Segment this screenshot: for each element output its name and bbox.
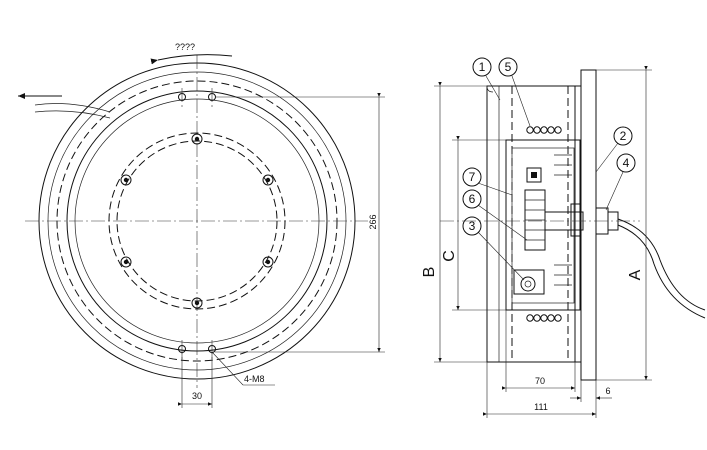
cable-line-a [617,218,706,311]
balloon-6: 6 [462,189,528,241]
dim-a-text: A [627,269,644,280]
rotation-label: ???? [175,42,195,52]
balloon-7: 7 [462,167,513,196]
dim-b-text: B [421,267,438,278]
coil-windings-top [526,126,562,134]
balloon-2: 2 [595,126,633,173]
magnet-stack [524,167,546,251]
hub-bolts [120,133,274,309]
coil-windings-bottom [526,314,562,322]
balloon-5: 5 [498,57,531,127]
dim-111-text: 111 [534,402,548,412]
cable-line-1 [34,103,111,113]
svg-text:5: 5 [505,60,512,74]
svg-text:2: 2 [620,129,627,143]
balloon-3: 3 [462,216,525,281]
dim-266-text: 266 [368,214,378,229]
bolt-note-text: 4-M8 [244,374,265,384]
side-view: A B C 70 111 6 1 [421,57,706,418]
dim-c-text: C [441,250,458,262]
rotation-arrow [150,54,233,65]
front-view: ???? 266 30 4-M8 [18,42,385,408]
svg-text:4: 4 [623,156,630,170]
stator-inner [511,147,575,304]
balloon-4: 4 [605,153,636,211]
dim-70-text: 70 [535,376,545,386]
dim-6-text: 6 [605,386,610,396]
dim-30-text: 30 [192,391,202,401]
cable-line-b [617,224,706,319]
stator-box [505,139,581,311]
bottom-fitting [513,269,545,295]
svg-text:7: 7 [469,170,476,184]
svg-text:1: 1 [479,60,486,74]
balloon-1: 1 [472,57,501,101]
cable-line-2 [34,110,111,119]
svg-text:3: 3 [469,219,476,233]
bolt-note-leader [211,351,244,386]
svg-text:6: 6 [469,192,476,206]
stator-ribs [554,154,572,286]
